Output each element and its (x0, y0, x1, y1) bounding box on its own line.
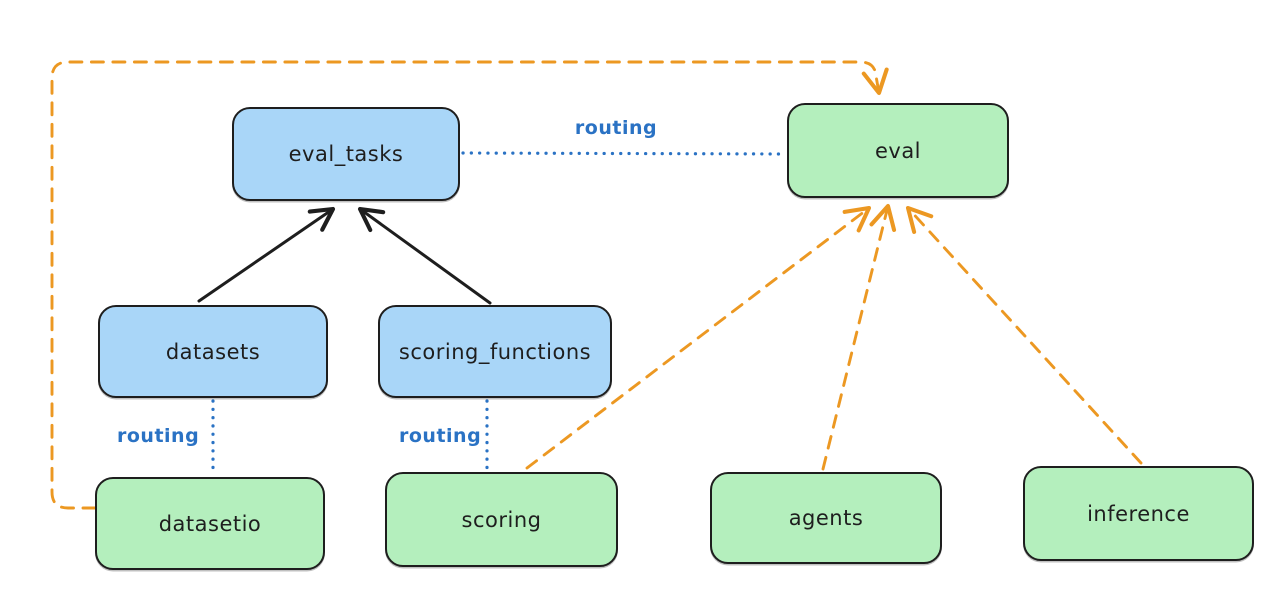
routing-label-eval-tasks-eval: routing (574, 117, 658, 139)
edge-datasetio-to-eval (50, 60, 889, 510)
node-eval-tasks[interactable]: eval_tasks (232, 107, 460, 201)
node-scoring-functions[interactable]: scoring_functions (378, 305, 612, 398)
node-eval[interactable]: eval (787, 103, 1009, 198)
node-inference[interactable]: inference (1023, 466, 1254, 561)
node-agents[interactable]: agents (710, 472, 942, 564)
edge-inference-to-eval (905, 205, 1143, 465)
node-label: agents (788, 506, 864, 530)
node-datasetio[interactable]: datasetio (95, 477, 325, 570)
node-label: datasetio (158, 511, 262, 536)
node-label: scoring (461, 507, 542, 532)
routing-label-datasets-datasetio: routing (117, 425, 200, 447)
node-label: eval (874, 138, 922, 163)
edge-agents-to-eval (821, 203, 897, 471)
node-label: inference (1087, 501, 1190, 526)
node-label: eval_tasks (288, 142, 404, 166)
edge-eval-tasks-to-eval-routing (461, 151, 786, 156)
node-scoring[interactable]: scoring (385, 472, 618, 567)
edge-scoring-to-eval (525, 205, 872, 470)
node-datasets[interactable]: datasets (98, 305, 328, 398)
edge-scoring-functions-to-eval-tasks (357, 206, 492, 305)
node-label: scoring_functions (398, 339, 592, 364)
edge-datasets-to-eval-tasks (197, 206, 336, 303)
routing-label-scoring-functions-scoring: routing (399, 425, 482, 447)
node-label: datasets (165, 339, 261, 364)
